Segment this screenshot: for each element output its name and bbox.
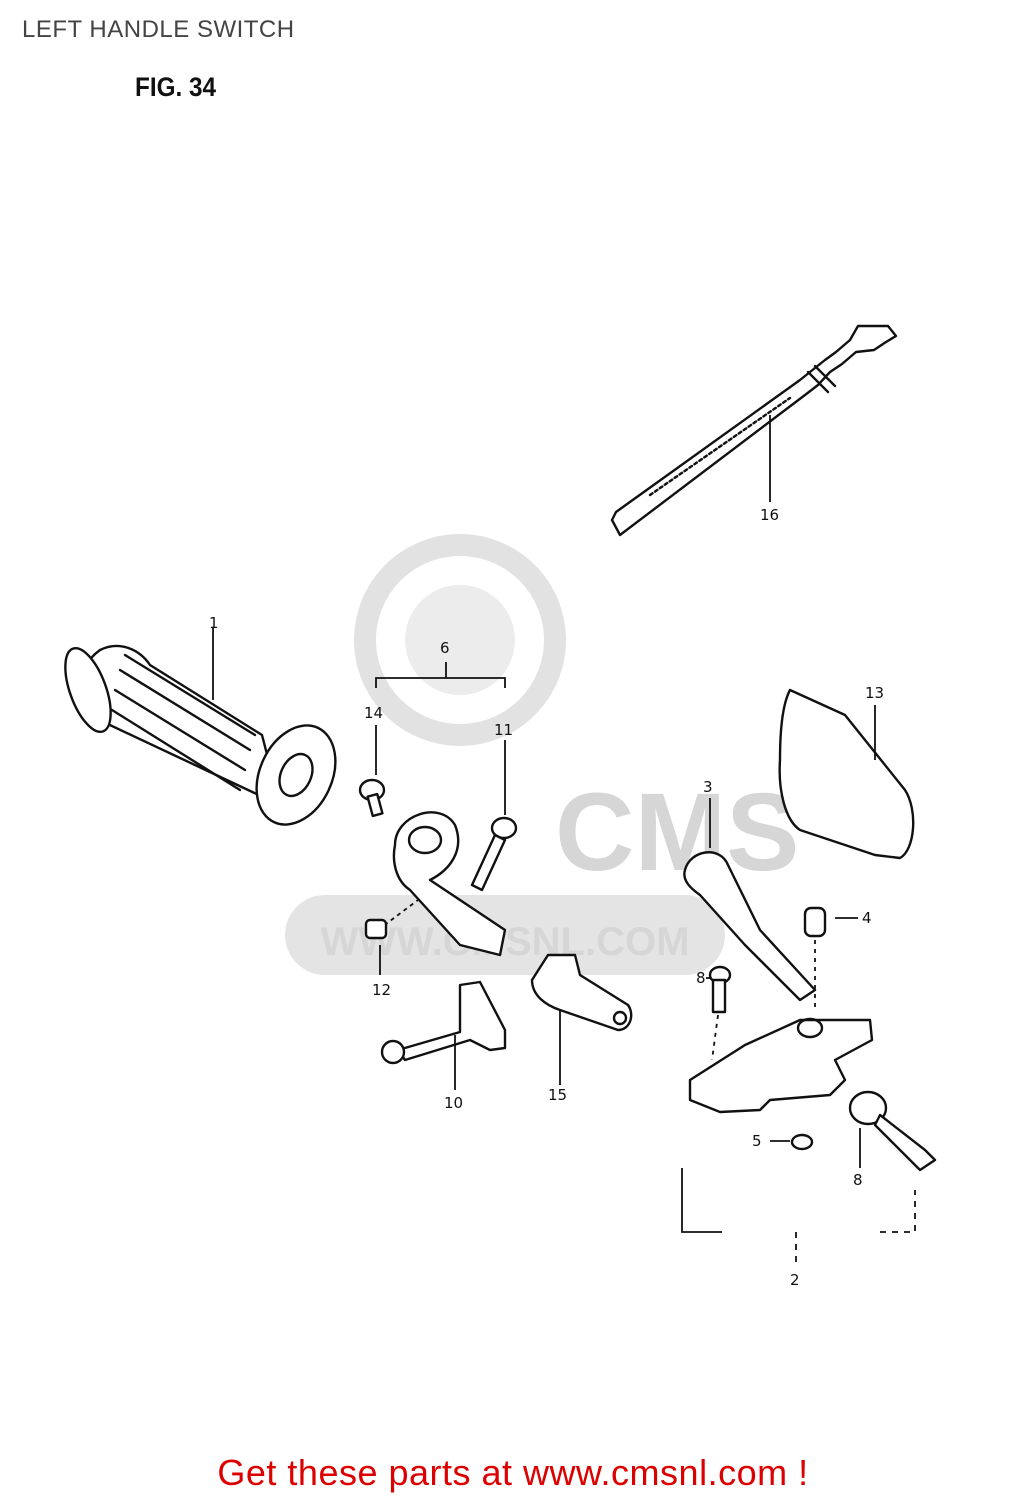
callout-3: 3 [703,778,713,796]
part-14-cover [778,688,915,860]
callout-16: 16 [760,506,779,524]
part-10-lever [380,980,507,1065]
part-3-lever [683,851,817,1002]
callout-5: 5 [752,1132,762,1150]
part-5-screw [790,1133,814,1151]
part-1-grip [64,644,337,826]
part-4-bolt [803,906,827,938]
callout-7: 8 [853,1171,863,1189]
callout-6: 6 [440,639,450,657]
callout-11: 11 [494,721,513,739]
page-title: LEFT HANDLE SWITCH [22,16,295,43]
bracket-2 [681,1168,916,1262]
part-16-cable-tie [610,324,898,537]
switch-housing [688,1017,874,1114]
callout-13: 14 [364,704,383,722]
part-15-knob [530,953,633,1032]
part-7-screw [848,1090,937,1172]
part-11-screw [470,816,518,892]
bracket-6 [375,662,506,688]
promo-link[interactable]: Get these parts at www.cmsnl.com ! [217,1452,809,1493]
callout-10: 10 [444,1094,463,1112]
callout-1: 1 [209,614,219,632]
part-12-nut [364,918,388,940]
part-clamp-assembly [377,811,507,957]
callout-12: 12 [372,981,391,999]
callout-14: 13 [865,684,884,702]
figure-label: FIG. 34 [135,72,217,102]
watermark-brand: CMS [555,771,799,894]
part-8-screw [708,965,732,1014]
callout-2: 2 [790,1271,800,1289]
callout-15: 15 [548,1086,567,1104]
part-13-screw [358,778,386,818]
callout-8: 8 [696,969,706,987]
callout-4: 4 [862,909,872,927]
